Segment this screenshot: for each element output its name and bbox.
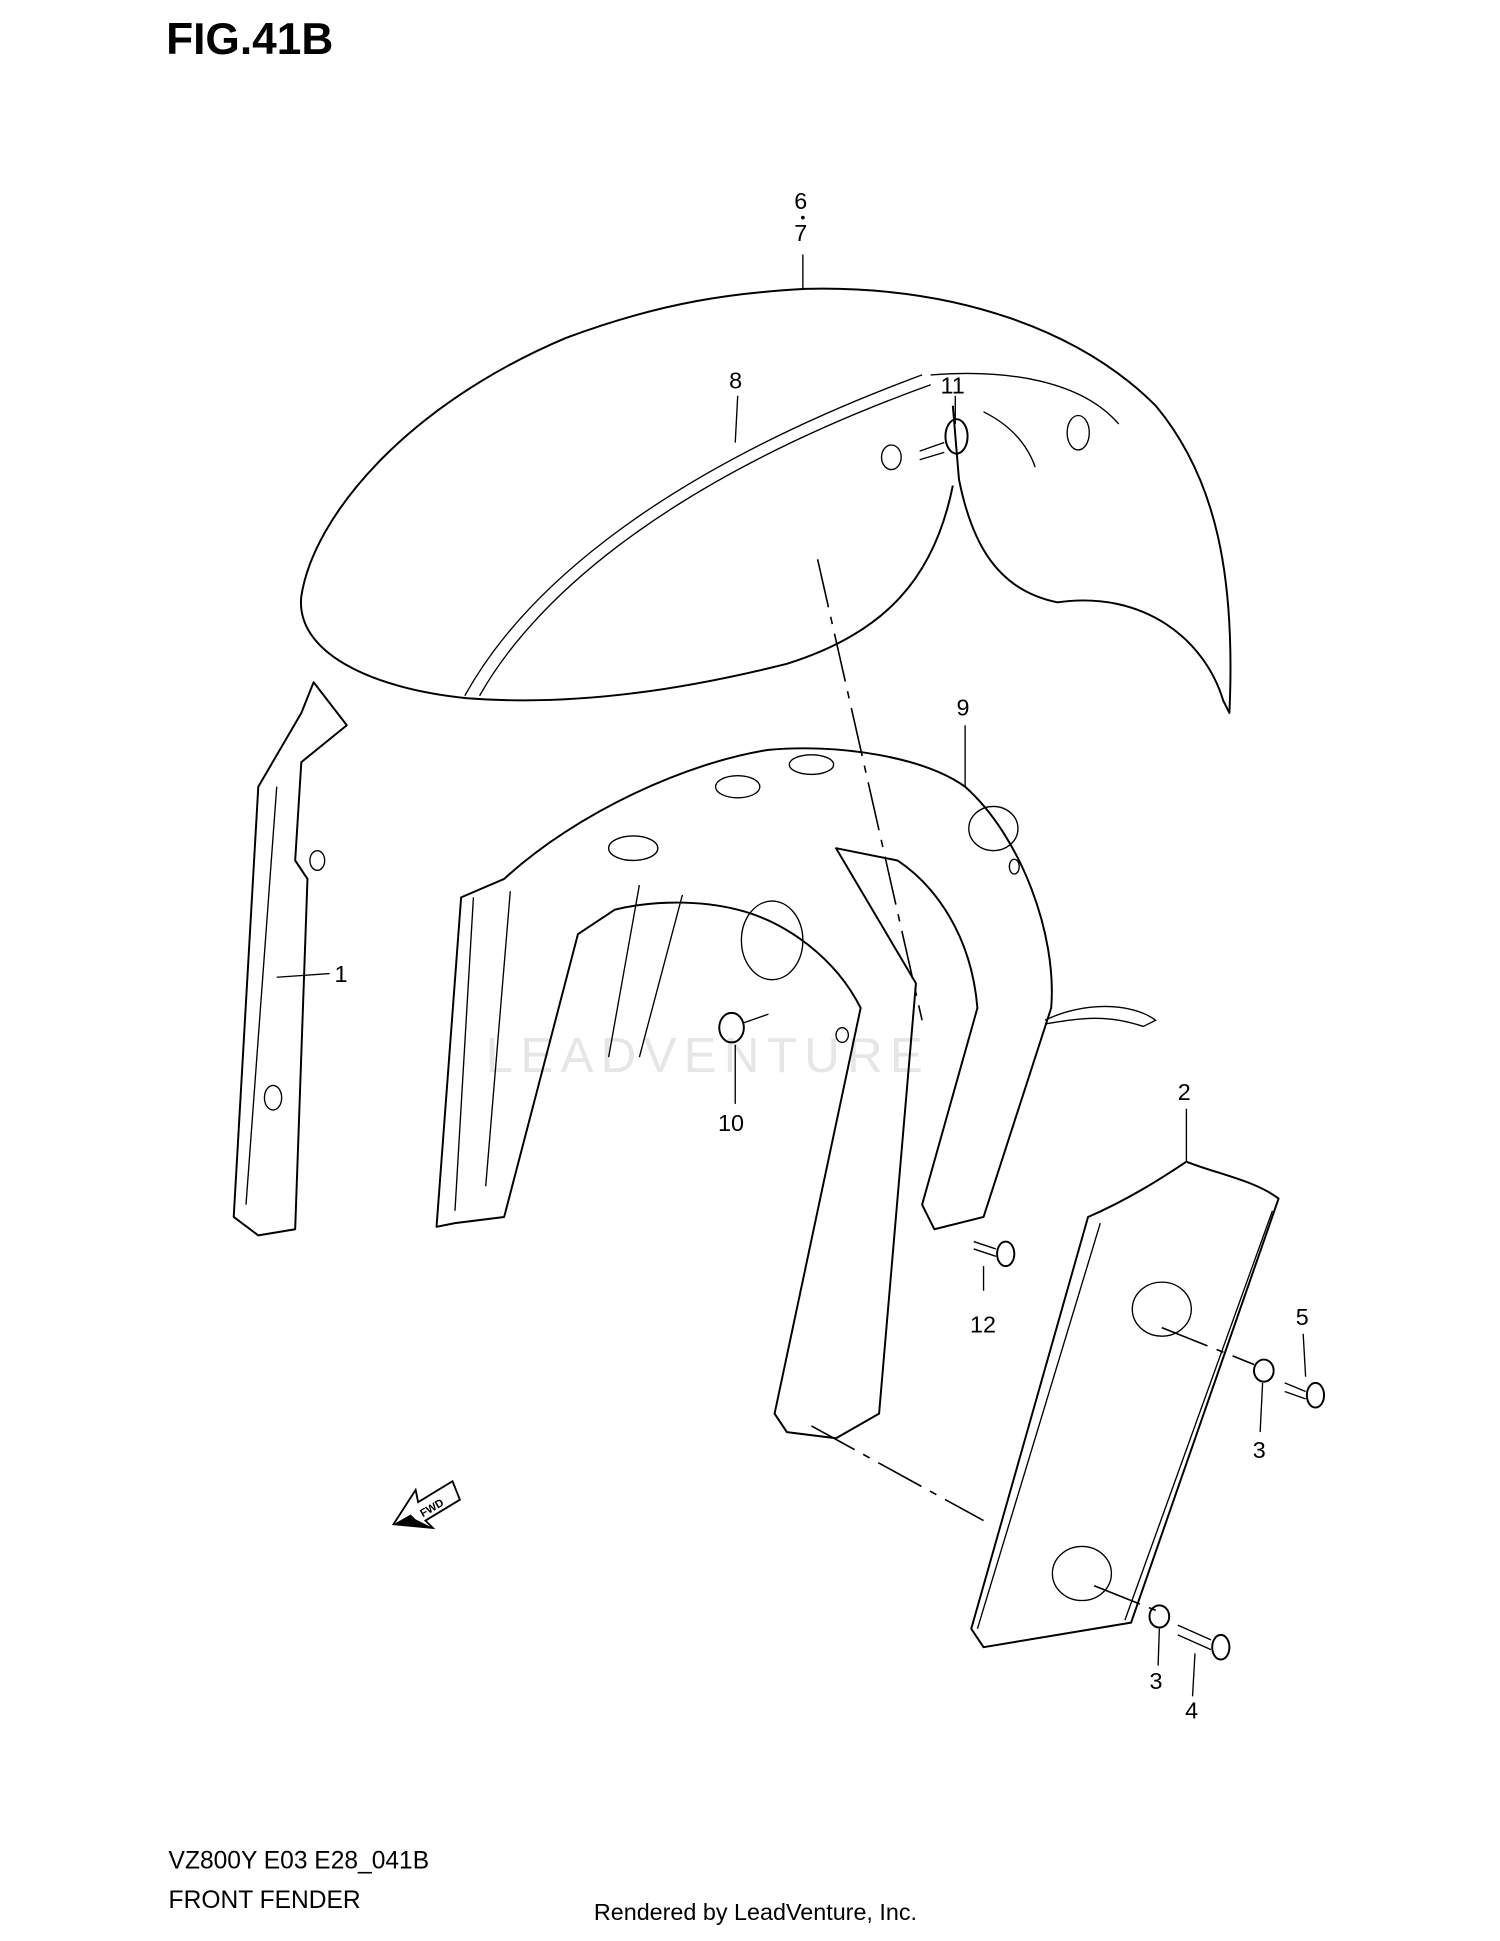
callout-10: 10	[718, 1110, 744, 1136]
callout-11: 11	[941, 372, 965, 398]
callout-2: 2	[1178, 1079, 1191, 1105]
fwd-arrow-icon: FWD	[391, 1479, 462, 1530]
callout-4: 4	[1185, 1698, 1198, 1724]
model-code: VZ800Y E03 E28_041B	[169, 1847, 430, 1874]
rendered-by: Rendered by LeadVenture, Inc.	[594, 1899, 917, 1925]
bracket-1	[232, 681, 348, 1237]
hardware-3-4-5-12	[973, 1240, 1326, 1661]
callout-8: 8	[729, 367, 742, 393]
callout-7: 7	[794, 220, 807, 246]
nut-10	[718, 1011, 769, 1044]
screw-11	[919, 418, 969, 461]
callout-3a: 3	[1253, 1437, 1266, 1463]
figure-title: FIG.41B	[166, 15, 333, 64]
callout-1: 1	[335, 961, 348, 987]
callout-3b: 3	[1150, 1668, 1163, 1694]
fender-brace	[435, 747, 1157, 1440]
callout-12: 12	[970, 1312, 996, 1338]
watermark: LEADVENTURE	[486, 1028, 930, 1083]
callout-6: 6	[794, 188, 807, 214]
front-fender	[300, 287, 1232, 714]
leader-lines	[276, 254, 1307, 1697]
fork-cover-2	[970, 1160, 1280, 1649]
section-name: FRONT FENDER	[169, 1887, 361, 1914]
callout-9: 9	[957, 694, 970, 720]
callout-5: 5	[1296, 1304, 1309, 1330]
